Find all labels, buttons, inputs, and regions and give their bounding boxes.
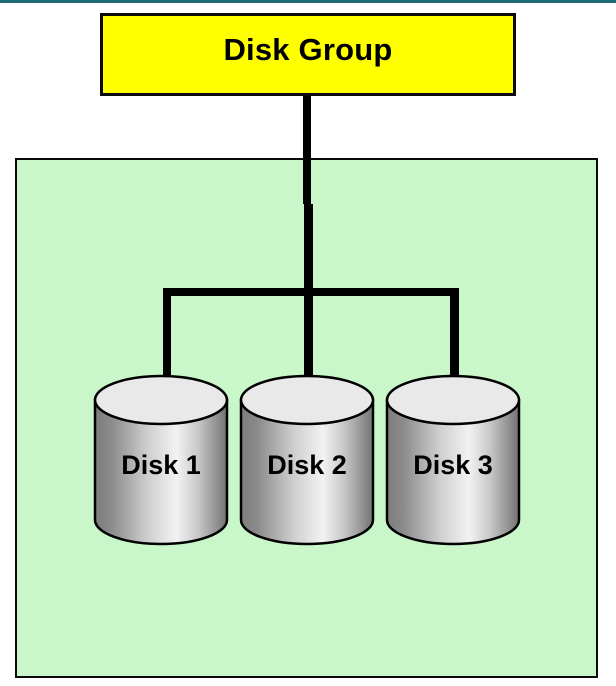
connector-drop-disk-2: [304, 290, 313, 386]
top-rule-divider: [0, 0, 616, 3]
cylinder-icon: [385, 374, 521, 546]
connector-drop-disk-3: [450, 290, 459, 386]
disk-node-2[interactable]: Disk 2: [238, 374, 376, 546]
cylinder-icon: [239, 374, 375, 546]
disk-node-3[interactable]: Disk 3: [384, 374, 522, 546]
disk-group-node-label: Disk Group: [223, 32, 393, 67]
connector-drop-disk-1: [163, 290, 171, 386]
cylinder-icon: [93, 374, 229, 546]
disk-node-1[interactable]: Disk 1: [92, 374, 230, 546]
connector-trunk-lower: [304, 204, 313, 296]
disk-group-node[interactable]: Disk Group: [100, 13, 516, 96]
connector-trunk-upper: [303, 96, 311, 204]
